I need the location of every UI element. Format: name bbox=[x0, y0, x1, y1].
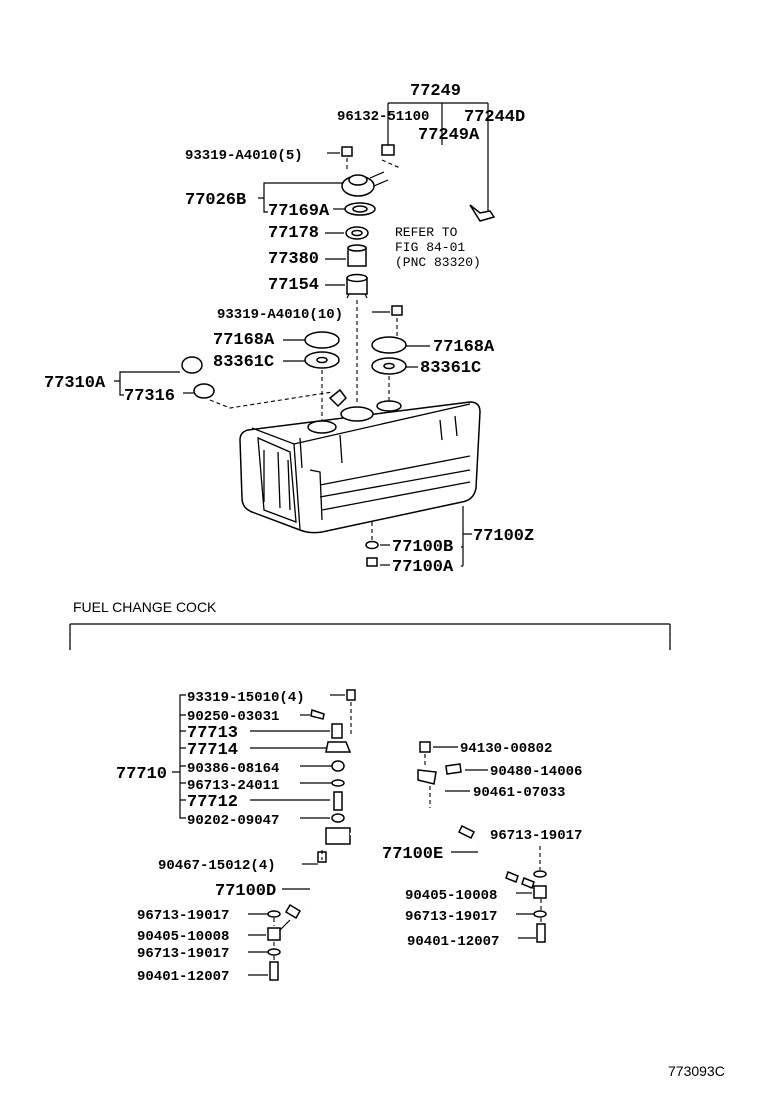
clip-96132 bbox=[381, 144, 395, 156]
refer-line-2: FIG 84-01 bbox=[395, 240, 465, 255]
label-96713-19017-l2: 96713-19017 bbox=[137, 946, 229, 962]
union-90405-r bbox=[533, 885, 547, 899]
bracket-77249 bbox=[387, 102, 489, 213]
clamp-90461 bbox=[417, 769, 437, 785]
label-90461-07033: 90461-07033 bbox=[473, 785, 565, 801]
screw-10 bbox=[391, 305, 403, 316]
bracket-77710 bbox=[172, 694, 186, 819]
label-94130-00802: 94130-00802 bbox=[460, 741, 552, 757]
screw-93319-15010 bbox=[346, 689, 356, 701]
label-77100E: 77100E bbox=[382, 845, 443, 864]
label-77249: 77249 bbox=[410, 82, 461, 101]
label-77244D: 77244D bbox=[464, 108, 525, 127]
label-96132-51100: 96132-51100 bbox=[337, 109, 429, 125]
nut-94130 bbox=[419, 741, 431, 753]
label-77169A: 77169A bbox=[268, 202, 330, 221]
label-77310A: 77310A bbox=[44, 374, 106, 393]
label-96713-19017-l1: 96713-19017 bbox=[137, 908, 229, 924]
label-77380: 77380 bbox=[268, 250, 319, 269]
label-77100D: 77100D bbox=[215, 882, 276, 901]
union-90405-l bbox=[267, 927, 281, 941]
union-bolt-90401-l bbox=[269, 961, 279, 981]
lever-77713 bbox=[331, 723, 343, 739]
hose-clip-77244D bbox=[469, 204, 496, 222]
label-77154: 77154 bbox=[268, 276, 319, 295]
refer-line-3: (PNC 83320) bbox=[395, 255, 481, 270]
breather-hose bbox=[397, 146, 467, 208]
label-90467-15012: 90467-15012(4) bbox=[158, 858, 276, 874]
gasket-77168A-right bbox=[371, 336, 407, 354]
label-77713: 77713 bbox=[187, 724, 238, 743]
label-77712: 77712 bbox=[187, 793, 238, 812]
label-77249A: 77249A bbox=[418, 126, 480, 145]
label-90405-10008-l: 90405-10008 bbox=[137, 929, 229, 945]
screw-5 bbox=[341, 146, 353, 157]
label-93319-A4010-5: 93319-A4010(5) bbox=[185, 148, 303, 164]
label-90386-08164: 90386-08164 bbox=[187, 761, 279, 777]
gasket-96713-r2 bbox=[533, 910, 547, 918]
fuel-tank bbox=[239, 388, 481, 534]
label-77714: 77714 bbox=[187, 741, 238, 760]
refer-line-1: REFER TO bbox=[395, 225, 458, 240]
label-96713-24011: 96713-24011 bbox=[187, 778, 279, 794]
label-77100B: 77100B bbox=[392, 538, 453, 557]
label-77710: 77710 bbox=[116, 765, 167, 784]
label-93319-15010: 93319-15010(4) bbox=[187, 690, 305, 706]
plate-77714 bbox=[325, 741, 352, 753]
label-77178: 77178 bbox=[268, 224, 319, 243]
gasket-96713-r1 bbox=[533, 870, 547, 878]
label-77100Z: 77100Z bbox=[473, 527, 534, 546]
valve-77712 bbox=[333, 791, 343, 811]
label-77168A-right: 77168A bbox=[433, 338, 495, 357]
bracket-77026B bbox=[258, 182, 343, 213]
label-90250-03031: 90250-03031 bbox=[187, 709, 279, 725]
label-77100A: 77100A bbox=[392, 558, 454, 577]
label-90202-09047: 90202-09047 bbox=[187, 813, 279, 829]
drain-plug-77100A bbox=[366, 557, 378, 567]
bracket-77100Z bbox=[462, 506, 472, 566]
label-77026B: 77026B bbox=[185, 191, 246, 210]
bolt-90480 bbox=[445, 763, 462, 775]
label-90405-10008-r: 90405-10008 bbox=[405, 888, 497, 904]
washer-90202 bbox=[331, 813, 345, 823]
label-83361C-right: 83361C bbox=[420, 359, 481, 378]
label-93319-A4010-10: 93319-A4010(10) bbox=[217, 307, 343, 323]
label-90401-12007-r: 90401-12007 bbox=[407, 934, 499, 950]
label-96713-19017-r1: 96713-19017 bbox=[490, 828, 582, 844]
pin-90250 bbox=[310, 709, 325, 720]
gasket-96713-l2 bbox=[267, 948, 281, 956]
drain-gasket-77100B bbox=[365, 540, 379, 550]
bracket-77310A bbox=[114, 371, 180, 396]
union-bolt-90401-r bbox=[536, 923, 546, 943]
bushing-90386 bbox=[331, 760, 345, 772]
label-90480-14006: 90480-14006 bbox=[490, 764, 582, 780]
gasket-96713-l1 bbox=[267, 910, 281, 918]
label-77168A-left: 77168A bbox=[213, 331, 275, 350]
label-96713-19017-r2: 96713-19017 bbox=[405, 909, 497, 925]
filler-cap-77310A bbox=[181, 356, 203, 374]
gasket-77316 bbox=[193, 383, 215, 399]
section-frame bbox=[69, 623, 671, 650]
figure-code: 773093C bbox=[668, 1063, 725, 1079]
fuel-cock-body bbox=[325, 827, 351, 845]
label-83361C-left: 83361C bbox=[213, 353, 274, 372]
label-77316: 77316 bbox=[124, 387, 175, 406]
gasket-96713-24011 bbox=[331, 779, 345, 787]
section-title: FUEL CHANGE COCK bbox=[73, 599, 217, 615]
gasket-77168A-left bbox=[304, 331, 340, 349]
label-90401-12007-l: 90401-12007 bbox=[137, 969, 229, 985]
